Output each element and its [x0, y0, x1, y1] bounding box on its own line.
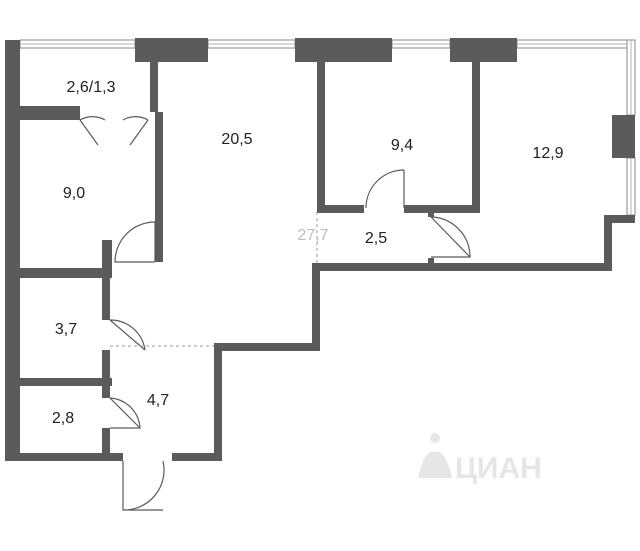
- door-loggia-right: [122, 116, 149, 146]
- area-label-living-total: 27,7: [297, 227, 328, 244]
- area-label-bedroom-left: 9,0: [63, 185, 85, 202]
- door-bathroom: [109, 319, 146, 351]
- watermark-text: ЦИАН: [455, 452, 542, 485]
- window-strip-top: [19, 39, 636, 49]
- area-label-hallway: 4,7: [147, 392, 169, 409]
- area-label-bedroom-right: 12,9: [532, 145, 563, 162]
- area-label-hall-small: 2,5: [365, 230, 387, 247]
- door-entrance: [122, 460, 165, 511]
- door-loggia-left: [79, 116, 106, 146]
- zone-boundaries: [110, 212, 318, 347]
- door-bedroom-right: [430, 216, 471, 258]
- cian-watermark: ЦИАН: [418, 433, 542, 485]
- door-toilet: [109, 397, 141, 429]
- door-bedroom-left: [114, 221, 156, 263]
- walls: [5, 38, 635, 461]
- cian-logo-icon: [430, 433, 440, 443]
- area-label-kitchen: 20,5: [221, 131, 252, 148]
- area-label-bedroom-mid: 9,4: [391, 137, 413, 154]
- area-label-bathroom: 3,7: [55, 321, 77, 338]
- door-bedroom-mid: [365, 169, 405, 209]
- doors: [79, 116, 471, 511]
- area-label-loggia: 2,6/1,3: [67, 79, 116, 96]
- area-label-toilet: 2,8: [52, 410, 74, 427]
